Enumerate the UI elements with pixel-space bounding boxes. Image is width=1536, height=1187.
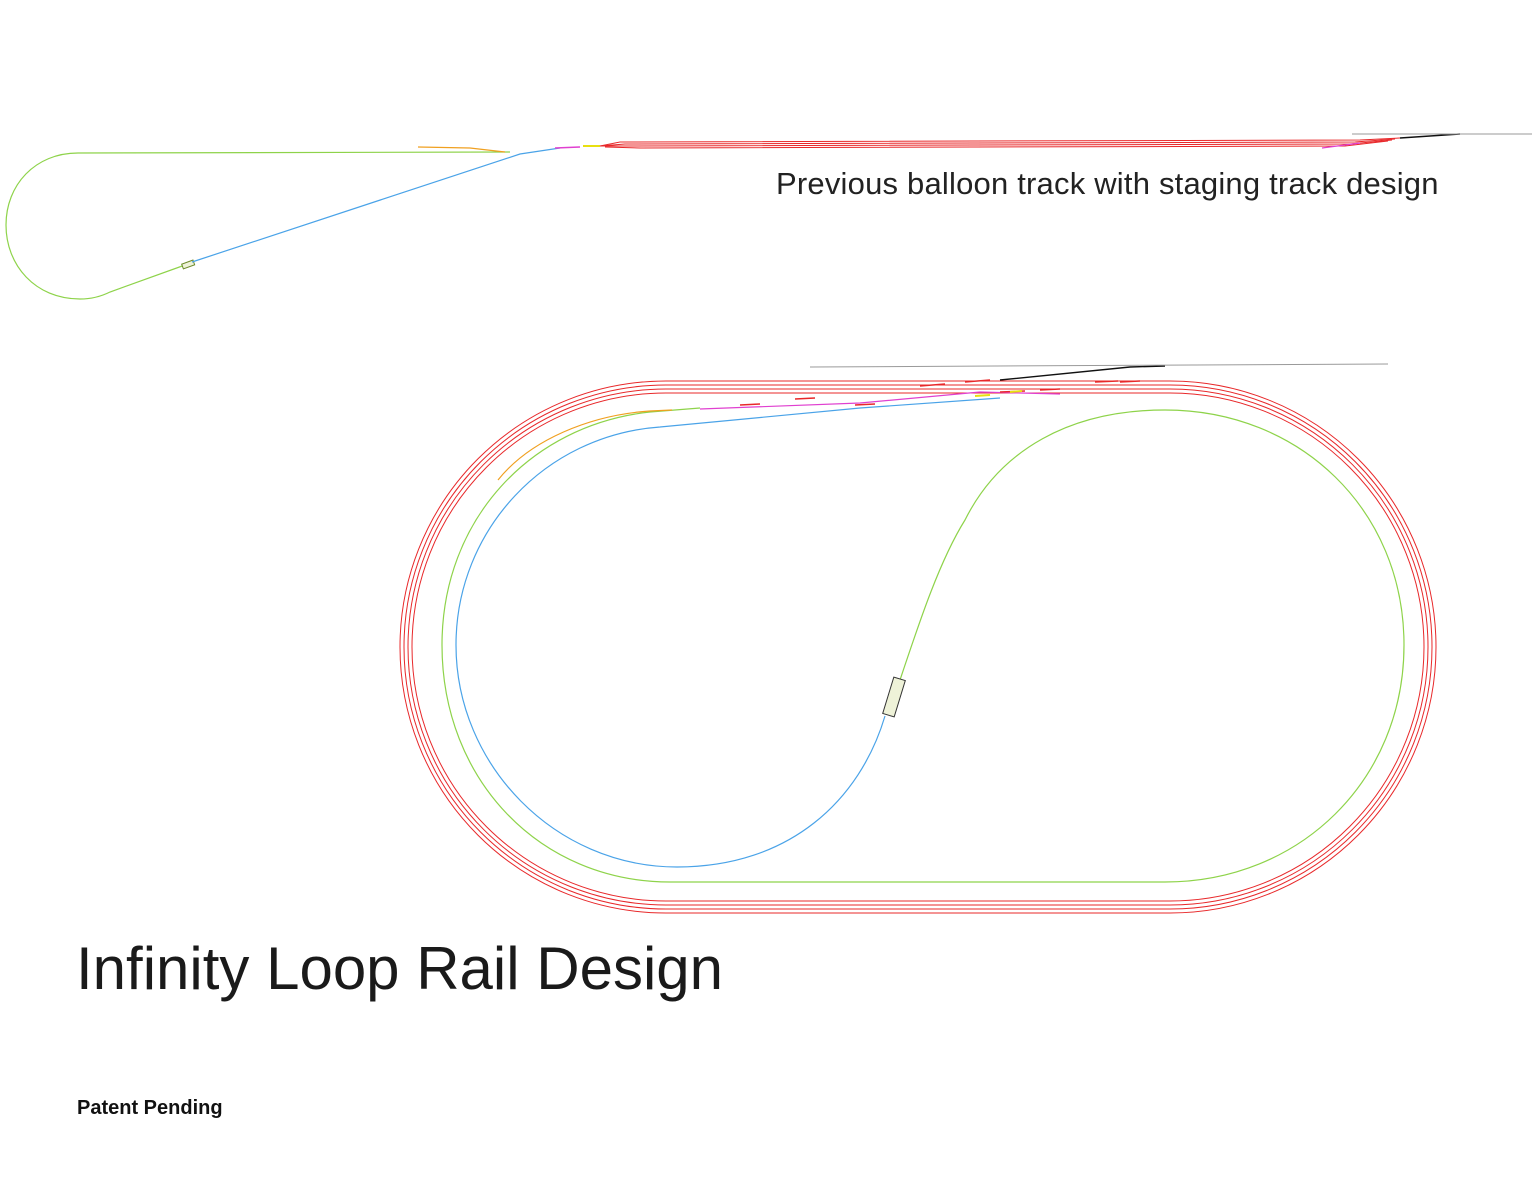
infinity-lead-black	[999, 365, 1166, 381]
infinity-lead-gray	[809, 363, 1389, 368]
infinity-orange-sidings	[497, 409, 673, 481]
infinity-magenta-siding	[699, 391, 1061, 410]
balloon-block-marker	[181, 259, 196, 270]
previous-balloon-track	[5, 133, 1532, 300]
balloon-magenta-switch	[554, 146, 581, 149]
page-title: Infinity Loop Rail Design	[76, 935, 724, 1002]
infinity-yellow-markers	[974, 390, 1023, 397]
infinity-block-marker	[882, 676, 906, 718]
patent-note: Patent Pending	[77, 1097, 223, 1119]
balloon-lead-black	[1399, 133, 1461, 139]
infinity-loop-track	[399, 363, 1437, 914]
balloon-diagonal-track	[191, 147, 561, 263]
balloon-orange-siding	[417, 146, 506, 153]
infinity-staging-loops	[399, 380, 1437, 914]
infinity-blue-loop	[455, 397, 1001, 868]
balloon-magenta-end	[1321, 142, 1361, 149]
infinity-green-loop	[441, 407, 1405, 883]
balloon-loop-track	[5, 151, 511, 300]
balloon-staging-tracks	[599, 137, 1401, 149]
previous-design-caption: Previous balloon track with staging trac…	[776, 166, 1439, 201]
